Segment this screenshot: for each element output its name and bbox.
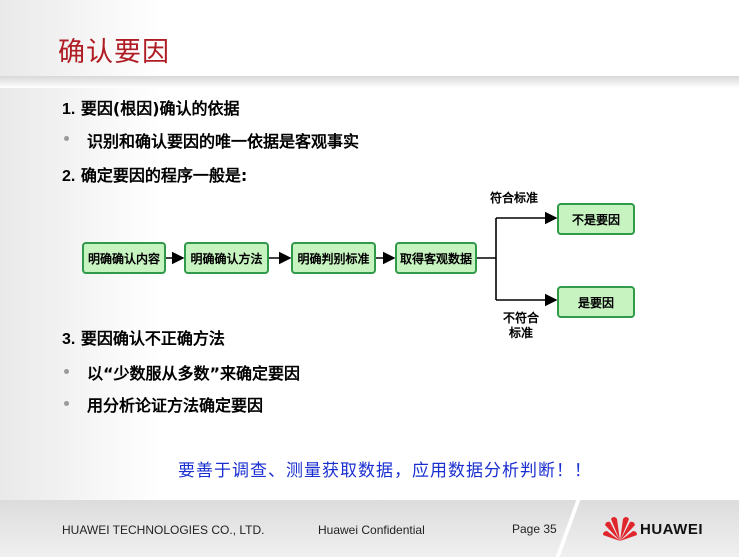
bullet-dot [64,401,69,406]
branch-bottom-label-line2: 标准 [509,326,534,340]
flow-step-3: 明确判别标准 [291,242,376,274]
heading-3-text: 要因确认不正确方法 [80,329,225,348]
footer-page-number: Page 35 [512,522,557,536]
title-divider [0,76,739,88]
flow-step-1: 明确确认内容 [82,242,166,274]
branch-top-label: 符合标准 [490,191,539,205]
footer-brand: HUAWEI [640,521,703,538]
result-not-cause: 不是要因 [557,203,635,235]
bullet-dot [64,369,69,374]
footer-company: HUAWEI TECHNOLOGIES CO., LTD. [62,523,265,537]
footer-confidential: Huawei Confidential [318,523,425,537]
bullet-2-text: 以“少数服从多数”来确定要因 [87,364,301,383]
slide-title: 确认要因 [58,37,170,68]
heading-2-number: 2. [62,168,76,185]
heading-2-text: 确定要因的程序一般是: [80,166,248,185]
heading-1-number: 1. [62,101,76,118]
huawei-logo-icon [603,517,637,541]
bullet-1-text: 识别和确认要因的唯一依据是客观事实 [87,132,360,151]
heading-1-text: 要因(根因)确认的依据 [80,99,240,118]
bullet-dot [64,136,69,141]
bullet-3-text: 用分析论证方法确定要因 [87,396,264,415]
heading-3-number: 3. [62,331,76,348]
branch-bottom-label-line1: 不符合 [503,311,540,325]
result-is-cause: 是要因 [557,286,635,318]
branch-bottom-label: 不符合 标准 [503,311,539,341]
flow-step-2: 明确确认方法 [184,242,269,274]
heading-3: 3. 要因确认不正确方法 [62,325,225,349]
flow-step-4: 取得客观数据 [395,242,477,274]
callout-text: 要善于调查、测量获取数据，应用数据分析判断！！ [178,461,592,481]
heading-2: 2. 确定要因的程序一般是: [62,162,247,186]
heading-1: 1. 要因(根因)确认的依据 [62,95,240,119]
